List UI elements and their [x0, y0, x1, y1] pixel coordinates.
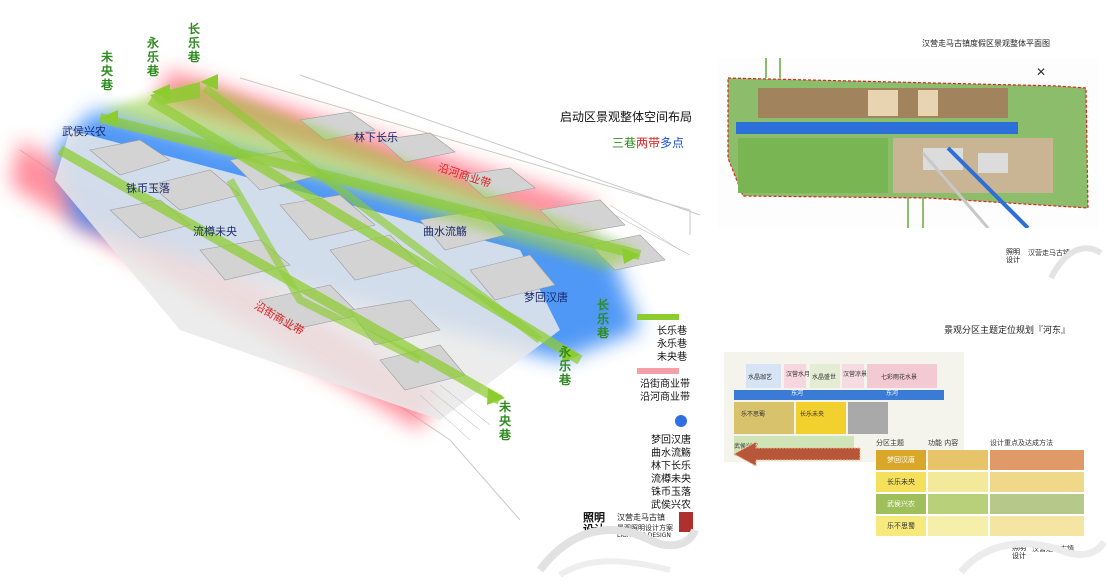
node-zhubi: 铢币玉落: [126, 182, 170, 195]
label-changle-bottom: 长乐巷: [596, 298, 609, 340]
label-yongle-top: 永乐巷: [146, 36, 159, 78]
row-func-3: [928, 494, 988, 514]
brand-name: 汉营走马古镇: [617, 513, 665, 522]
legend-band-2: 沿河商业带: [640, 392, 690, 403]
row-theme-3: 武侯兴农: [876, 494, 926, 514]
arrow-weiyang-bottom: [487, 388, 505, 405]
left-arrow-icon: [732, 441, 861, 467]
row-theme-1: 梦回汉唐: [876, 450, 926, 470]
node-qushui: 曲水流觞: [423, 225, 467, 238]
legend-node-6: 武侯兴农: [651, 500, 691, 511]
legend-node-2: 曲水流觞: [651, 448, 691, 459]
zoning-table: 分区主题 功能 内容 设计重点及达成方法 梦回汉唐 长乐未央 武侯兴农 乐不思蜀: [876, 438, 1084, 536]
legend-nodes: 梦回汉唐 曲水流觞 林下长乐 流樽未央 铢币玉落 武侯兴农: [651, 434, 691, 512]
legend-node-1: 梦回汉唐: [651, 435, 691, 446]
layout-diagram: [10, 70, 701, 521]
watermark-horse-icon: [536, 526, 699, 578]
zoning-table-header: 分区主题 功能 内容 设计重点及达成方法: [876, 438, 1084, 450]
svg-text:✕: ✕: [1036, 65, 1046, 79]
zoning-map: [724, 352, 964, 462]
zmap-label-7: 东河: [886, 390, 899, 397]
plan-watermark-icon: [1048, 245, 1103, 280]
zoning-watermark-icon: [958, 539, 1106, 575]
zmap-label-2: 汉营水月: [786, 371, 811, 378]
row-method-2: [990, 472, 1084, 492]
zoning-title: 景观分区主题定位规划『河东』: [944, 326, 1071, 336]
arrow-changle-bottom: [622, 248, 640, 264]
legend-lane-swatch: [637, 314, 679, 320]
table-row: 梦回汉唐: [876, 450, 1084, 470]
label-changle-top: 长乐巷: [187, 22, 200, 64]
zmap-label-9: 长乐未央: [800, 411, 825, 418]
th-theme: 分区主题: [876, 439, 904, 447]
zmap-label-8: 乐不思蜀: [741, 411, 766, 418]
table-row: 长乐未央: [876, 472, 1084, 492]
legend-bands: 沿街商业带 沿河商业带: [640, 378, 690, 404]
legend-node-4: 流樽未央: [651, 474, 691, 485]
plan-brand-line1: 照明: [1006, 248, 1020, 256]
lane-arrows: [100, 74, 640, 405]
plan-brand-name: 汉营走马古镇: [1028, 249, 1070, 257]
plan-map: ✕: [718, 58, 1098, 228]
legend-lane-2: 永乐巷: [657, 339, 687, 350]
green-lanes: [57, 82, 642, 405]
plan-title: 汉营走马古镇度假区景观整体平面图: [922, 39, 1050, 48]
label-weiyang-bottom: 未央巷: [498, 400, 511, 442]
row-func-4: [928, 516, 988, 536]
plan-brand: 照明 设计: [1006, 248, 1020, 264]
main-title: 启动区景观整体空间布局: [560, 110, 693, 124]
zoning-brand-line2: 设计: [1012, 552, 1026, 560]
plan-brand-line2: 设计: [1006, 256, 1020, 264]
arrow-yongle-top: [152, 84, 170, 100]
row-theme-4: 乐不思蜀: [876, 516, 926, 536]
table-row: 乐不思蜀: [876, 516, 1084, 536]
zmap-label-4: 汉营凉景: [843, 371, 868, 378]
node-linxia: 林下长乐: [354, 131, 398, 144]
subtitle-part-lanes: 三巷: [612, 136, 637, 150]
row-theme-2: 长乐未央: [876, 472, 926, 492]
legend-lane-1: 长乐巷: [657, 326, 687, 337]
brand-desc: 景观照明设计方案: [617, 524, 673, 532]
legend-lane-3: 未央巷: [657, 352, 687, 363]
plan-panel: 汉营走马古镇度假区景观整体平面图 ✕ 照明 设计 汉营走马古镇: [706, 0, 1108, 288]
legend-node-5: 铢币玉落: [651, 487, 691, 498]
zoning-brand: 照明 设计: [1012, 544, 1026, 560]
node-menghui: 梦回汉唐: [524, 291, 568, 304]
zmap-label-1: 水晶珈艺: [748, 374, 773, 381]
legend-node-swatch: [675, 415, 687, 427]
legend-band-swatch: [637, 368, 679, 374]
legend-lanes: 长乐巷 永乐巷 未央巷: [657, 325, 687, 364]
th-method: 设计重点及达成方法: [990, 439, 1053, 447]
row-func-2: [928, 472, 988, 492]
row-method-3: [990, 494, 1084, 514]
arrow-changle-top: [200, 74, 218, 90]
node-liushang: 流樽未央: [193, 225, 237, 238]
table-row: 武侯兴农: [876, 494, 1084, 514]
subtitle-part-nodes: 多点: [660, 136, 685, 150]
arrow-weiyang-top: [100, 110, 118, 126]
zoning-brand-line1: 照明: [1012, 544, 1026, 552]
arrow-yongle-bottom: [562, 345, 580, 362]
row-method-4: [990, 516, 1084, 536]
label-yongle-bottom: 永乐巷: [558, 345, 571, 387]
zoning-panel: 景观分区主题定位规划『河东』 水晶珈艺 汉营水月 水晶盛世 汉营凉景 七彩雨花水…: [706, 292, 1108, 585]
seal-icon: [679, 512, 693, 532]
subtitle: 三巷两带多点: [612, 137, 684, 149]
th-function: 功能 内容: [928, 439, 959, 447]
row-func-1: [928, 450, 988, 470]
label-weiyang-top: 未央巷: [100, 50, 113, 92]
brand-logo-line1: 照明: [583, 511, 605, 524]
legend-node-3: 林下长乐: [651, 461, 691, 472]
zmap-label-10: 武侯兴农: [734, 443, 759, 450]
zmap-label-6: 东河: [791, 390, 804, 397]
node-wuhou: 武侯兴农: [62, 125, 106, 138]
zmap-label-3: 水晶盛世: [812, 374, 837, 381]
row-method-1: [990, 450, 1084, 470]
subtitle-part-bands: 两带: [636, 136, 661, 150]
legend-band-1: 沿街商业带: [640, 379, 690, 390]
zmap-label-5: 七彩雨花水景: [881, 374, 918, 381]
